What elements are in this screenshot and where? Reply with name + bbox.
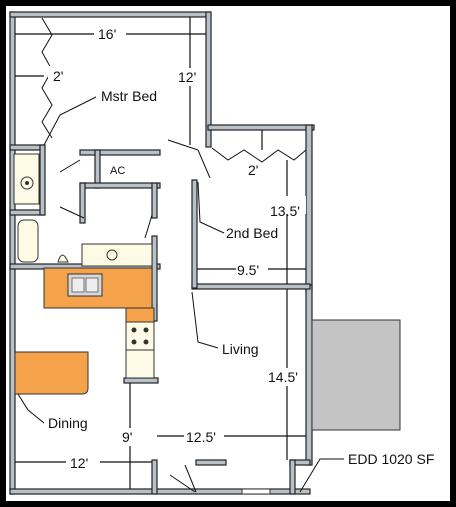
toilet-icon bbox=[57, 254, 69, 263]
burner-icon bbox=[143, 327, 149, 333]
washer-dryer bbox=[13, 153, 40, 205]
dim-second-bed-width: 9.5' bbox=[237, 262, 259, 278]
washer-center-icon bbox=[25, 181, 29, 185]
wall-kitchen-bottom bbox=[123, 377, 159, 384]
leader-living bbox=[191, 291, 219, 349]
wall-second-bed-top bbox=[207, 124, 315, 131]
room-label-ac: AC bbox=[110, 165, 125, 177]
plan-caption: EDD 1020 SF bbox=[348, 451, 434, 467]
dim-closet-width: 2' bbox=[53, 68, 63, 84]
wall-hall-right bbox=[151, 182, 158, 219]
wall-ac-bottom bbox=[79, 182, 161, 189]
wall-hall-top bbox=[79, 149, 161, 156]
burner-icon bbox=[131, 327, 137, 333]
dim-top-width: 16' bbox=[98, 26, 116, 42]
burner-icon bbox=[131, 339, 137, 345]
leader-dining bbox=[17, 393, 45, 424]
door-swing bbox=[59, 159, 81, 173]
wall-bottom bbox=[9, 488, 311, 495]
room-label-living: Living bbox=[222, 341, 259, 357]
wall-ac-left bbox=[94, 149, 101, 189]
leader-second-bed bbox=[197, 181, 225, 234]
wall-right-lower bbox=[305, 284, 313, 466]
dim-window-bay: 2' bbox=[248, 162, 258, 178]
wall-closet-bottom bbox=[9, 144, 45, 151]
wall-second-bed-left bbox=[191, 179, 198, 289]
wall-bath-right bbox=[39, 144, 46, 216]
leader-caption bbox=[299, 458, 344, 493]
dining-counter bbox=[14, 351, 89, 395]
sink-basin-right bbox=[85, 277, 99, 293]
door-swing bbox=[59, 206, 85, 219]
wall-bed-living bbox=[191, 283, 311, 290]
leader-master-bed bbox=[43, 96, 97, 146]
sink-icon bbox=[106, 249, 118, 261]
dim-dining-depth: 9' bbox=[122, 429, 132, 445]
front-window bbox=[241, 488, 271, 495]
patio-slab bbox=[311, 319, 401, 431]
door-swing bbox=[167, 139, 199, 151]
dim-master-depth: 12' bbox=[178, 69, 196, 85]
dim-dining-width: 12' bbox=[70, 455, 88, 471]
dim-living-depth: 14.5' bbox=[268, 369, 298, 385]
washer-drum-icon bbox=[20, 176, 34, 190]
window-bay-door bbox=[211, 147, 307, 163]
dim-second-bed-depth: 13.5' bbox=[270, 203, 300, 219]
wall-master-right bbox=[205, 11, 212, 148]
closet-bifold-door bbox=[41, 17, 53, 139]
room-label-second-bed: 2nd Bed bbox=[226, 225, 278, 241]
wall-entry-stub bbox=[195, 459, 227, 466]
room-label-master-bed: Mstr Bed bbox=[101, 88, 157, 104]
walls bbox=[9, 11, 315, 495]
dim-living-width: 12.5' bbox=[186, 429, 216, 445]
wall-right-upper bbox=[305, 124, 313, 291]
wall-top bbox=[9, 11, 211, 18]
wall-bath-top bbox=[9, 209, 45, 216]
door-swing bbox=[144, 214, 153, 239]
counter-return bbox=[125, 307, 155, 323]
door-swing bbox=[197, 149, 211, 179]
wall-left-outer bbox=[9, 11, 16, 495]
door-swing bbox=[169, 474, 196, 493]
room-label-dining: Dining bbox=[48, 415, 88, 431]
range-stove bbox=[125, 321, 155, 351]
sink-basin-left bbox=[71, 277, 85, 293]
bathtub bbox=[17, 219, 39, 263]
refrigerator bbox=[125, 349, 155, 379]
door-swing bbox=[184, 464, 197, 493]
wall-entry-right-post bbox=[289, 459, 296, 495]
burner-icon bbox=[143, 339, 149, 345]
wall-entry-left bbox=[151, 459, 158, 495]
wall-hall-left bbox=[79, 182, 86, 224]
